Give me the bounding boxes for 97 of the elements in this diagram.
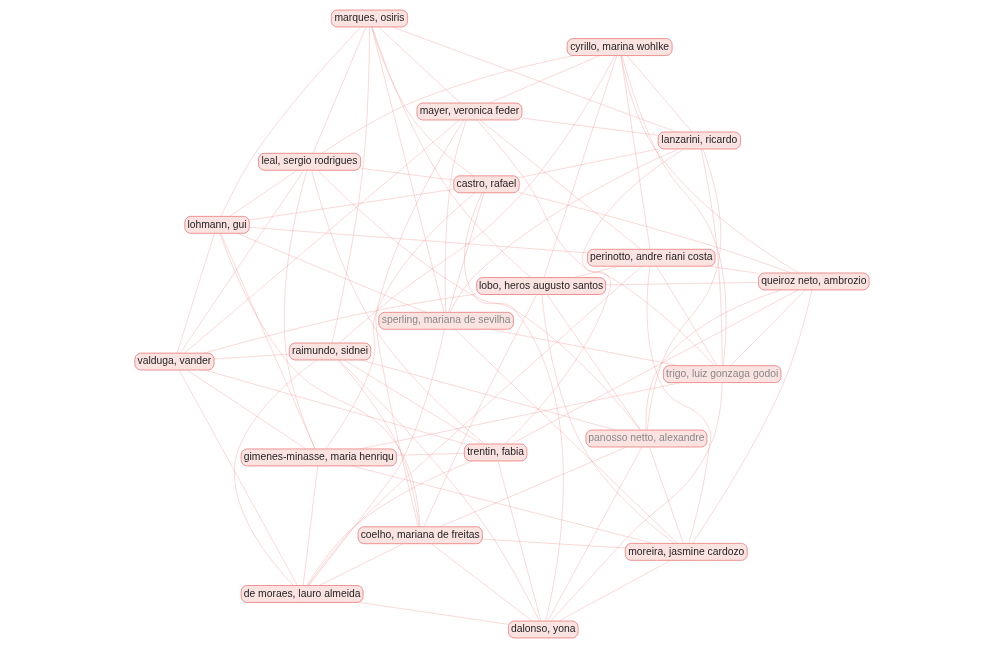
connector <box>558 560 671 622</box>
connector <box>378 26 461 104</box>
connector <box>321 55 575 154</box>
connector <box>709 266 759 274</box>
connector <box>656 266 718 366</box>
connector <box>234 359 318 586</box>
node-box: lanzarini, ricardo <box>657 131 741 150</box>
connector <box>359 382 682 450</box>
connector <box>302 465 318 586</box>
connector <box>312 26 367 154</box>
connector <box>360 168 454 181</box>
connector <box>547 446 643 622</box>
connector <box>541 294 675 544</box>
node-box: coelho, mariana de freitas <box>357 526 483 544</box>
connector <box>249 227 588 254</box>
connector <box>375 119 464 527</box>
connector <box>497 460 542 622</box>
connector <box>331 26 370 344</box>
connector <box>521 117 659 136</box>
connector <box>700 148 723 366</box>
node-box: lobo, heros augusto santos <box>476 277 606 295</box>
node-box: castro, rafael <box>453 175 520 194</box>
connector <box>691 289 813 544</box>
node-box: perinotto, andre riani costa <box>587 249 716 267</box>
connector <box>306 460 473 586</box>
connector <box>431 543 533 622</box>
connector <box>229 170 298 217</box>
node-box: dalonso, yona <box>508 620 579 639</box>
connector <box>176 233 215 354</box>
connector <box>546 294 641 431</box>
node-box: queiroz neto, ambrozio <box>758 272 870 291</box>
connector <box>490 329 679 366</box>
connector <box>392 26 677 133</box>
connector <box>325 192 476 450</box>
node-box: leal, sergio rodrigues <box>258 153 361 171</box>
node-box: raimundo, sidnei <box>289 342 372 361</box>
connector <box>543 55 618 278</box>
connector <box>621 55 727 366</box>
connector <box>519 148 659 178</box>
connector <box>396 453 465 456</box>
connector <box>213 353 290 360</box>
connector <box>371 26 445 313</box>
connector <box>647 148 722 431</box>
connector <box>519 192 792 274</box>
connector <box>359 602 509 625</box>
connector <box>318 543 404 586</box>
connector <box>489 55 601 104</box>
connector <box>504 148 685 445</box>
connector <box>439 446 627 527</box>
connector <box>550 382 723 622</box>
connector <box>482 538 626 549</box>
node-box: lohmann, gui <box>184 216 250 234</box>
connector <box>626 55 693 133</box>
connector <box>237 233 427 313</box>
connector <box>423 294 537 527</box>
node-box: moreira, jasmine cardozo <box>625 543 748 561</box>
connector <box>204 369 466 445</box>
node-box: cyrillo, marina wohlke <box>566 38 673 56</box>
connector <box>649 446 684 544</box>
node-box: gimenes-minasse, maria henriqu <box>240 448 397 467</box>
connector <box>187 369 307 450</box>
connector <box>307 266 642 586</box>
connector <box>337 359 420 527</box>
node-box: valduga, vander <box>134 352 215 371</box>
connector <box>308 329 445 586</box>
node-box: sperling, mariana de sevilha <box>378 312 514 330</box>
connector <box>219 233 421 527</box>
connector <box>454 329 678 544</box>
connector <box>372 26 532 278</box>
connector <box>204 293 477 354</box>
connector <box>249 189 454 221</box>
connector <box>646 266 711 544</box>
connector <box>317 170 641 431</box>
connector <box>343 359 482 445</box>
connector <box>479 119 641 250</box>
node-box: trentin, fabia <box>464 443 528 462</box>
node-box: marques, osiris <box>331 9 408 28</box>
connector <box>284 170 316 449</box>
connector <box>311 170 485 445</box>
connector <box>449 148 679 313</box>
connector <box>180 170 304 354</box>
connector <box>178 369 298 586</box>
node-box: mayer, veronica feder <box>416 102 523 121</box>
connector <box>730 289 806 366</box>
connector <box>444 119 467 313</box>
connector <box>339 55 616 344</box>
node-box: panosso netto, alexandre <box>585 429 708 448</box>
node-box: trigo, luiz gonzaga godoi <box>663 365 782 383</box>
node-box: de moraes, lauro almeida <box>240 585 364 603</box>
connector <box>448 192 485 313</box>
connector <box>360 359 616 431</box>
connector <box>511 289 799 445</box>
connector <box>574 266 619 278</box>
connector <box>605 282 759 286</box>
connector <box>338 359 540 622</box>
connector <box>620 55 651 250</box>
connector <box>620 55 799 274</box>
